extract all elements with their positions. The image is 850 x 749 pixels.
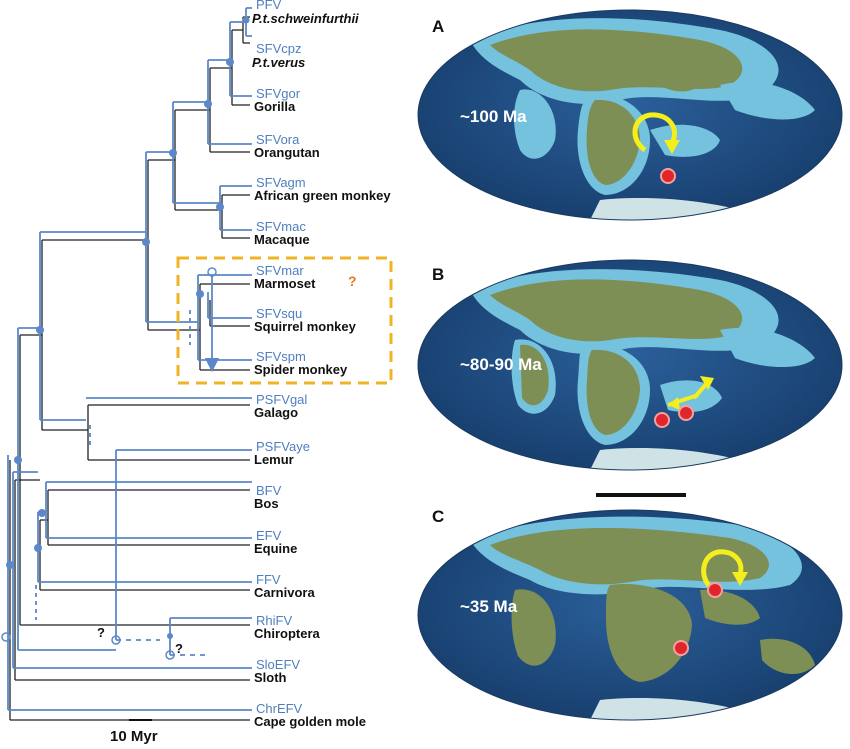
virus-label: PFV (256, 0, 282, 12)
location-marker (673, 640, 689, 656)
question-mark: ? (348, 273, 357, 289)
host-label: Sloth (254, 670, 287, 685)
host-label: Galago (254, 405, 298, 420)
highlight-box (176, 256, 393, 385)
virus-label: SFVmac (256, 219, 306, 234)
virus-label: PSFVgal (256, 392, 307, 407)
host-label: Cape golden mole (254, 714, 366, 729)
host-label: Chiroptera (254, 626, 321, 641)
virus-tree (7, 7, 252, 711)
host-label: Lemur (254, 452, 294, 467)
host-label: Carnivora (254, 585, 315, 600)
host-label: Spider monkey (254, 362, 348, 377)
map-a: ~100 Ma A (417, 9, 843, 221)
location-marker (678, 405, 694, 421)
virus-label: ChrEFV (256, 701, 303, 716)
migration-arrow (632, 112, 677, 153)
scale-label: 10 Myr (110, 728, 158, 745)
arrowhead-icon (668, 397, 680, 410)
virus-label: SFVcpz (256, 41, 302, 56)
map-letter: B (432, 265, 444, 284)
location-marker (660, 168, 676, 184)
host-label: Bos (254, 496, 279, 511)
question-mark: ? (97, 625, 105, 640)
virus-label: SFVspm (256, 349, 306, 364)
question-mark: ? (175, 641, 183, 656)
virus-label: SloEFV (256, 657, 300, 672)
map-age-label: ~35 Ma (460, 597, 518, 616)
phylogeny: PFV P.t.schweinfurthii SFVcpz P.t.verus … (1, 0, 393, 745)
virus-label: SFVora (256, 132, 300, 147)
host-tree (9, 16, 250, 721)
virus-label: SFVgor (256, 86, 301, 101)
location-marker (707, 582, 723, 598)
virus-label: EFV (256, 528, 282, 543)
virus-label: SFVagm (256, 175, 306, 190)
virus-label: FFV (256, 572, 281, 587)
virus-label: SFVmar (256, 263, 304, 278)
tree-nodes (1, 16, 250, 660)
host-label: P.t.schweinfurthii (252, 11, 359, 26)
host-label: Marmoset (254, 276, 316, 291)
migration-arrow (701, 549, 744, 591)
tip-labels: PFV P.t.schweinfurthii SFVcpz P.t.verus … (252, 0, 391, 729)
arrowhead-icon (732, 572, 748, 586)
map-age-label: ~80-90 Ma (460, 355, 542, 374)
map-letter: A (432, 17, 444, 36)
host-label: P.t.verus (252, 55, 305, 70)
arrowhead-icon (700, 376, 714, 390)
map-b: ~80-90 Ma B (417, 259, 843, 471)
host-label: African green monkey (254, 188, 391, 203)
virus-label: RhiFV (256, 613, 292, 628)
host-label: Squirrel monkey (254, 319, 357, 334)
virus-label: PSFVaye (256, 439, 310, 454)
map-age-label: ~100 Ma (460, 107, 527, 126)
virus-label: SFVsqu (256, 306, 302, 321)
virus-label: BFV (256, 483, 282, 498)
host-label: Orangutan (254, 145, 320, 160)
location-marker (654, 412, 670, 428)
map-c: ~35 Ma C (417, 493, 843, 721)
host-label: Equine (254, 541, 297, 556)
arrowhead-icon (664, 140, 680, 154)
host-label: Macaque (254, 232, 310, 247)
map-letter: C (432, 507, 444, 526)
host-label: Gorilla (254, 99, 296, 114)
